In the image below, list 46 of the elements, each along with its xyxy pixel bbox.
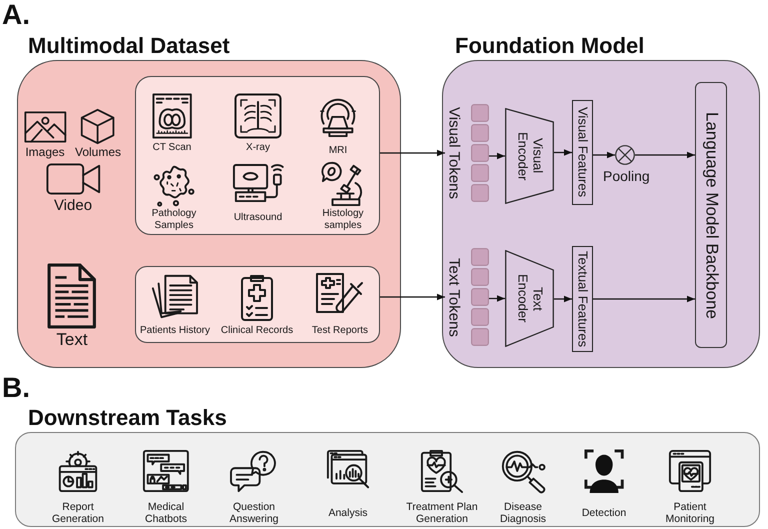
modality-group-panel — [135, 76, 380, 235]
modality-label: MRI — [328, 145, 348, 156]
token-label: Text Tokens — [445, 258, 462, 336]
arrow — [554, 296, 572, 302]
arrow — [635, 152, 695, 158]
task-label: Report Generation — [51, 500, 105, 526]
modality-label: Volumes — [74, 146, 122, 160]
section-heading: Foundation Model — [455, 33, 644, 59]
feature-block: Visual Features — [572, 100, 593, 205]
modality-label: Clinical Records — [220, 325, 294, 336]
arrow — [593, 296, 695, 302]
modality-group-panel — [135, 266, 380, 343]
panel-letter: A. — [2, 0, 30, 30]
modality-label: Video — [54, 197, 92, 214]
arrow — [380, 150, 445, 156]
arrow — [554, 149, 572, 156]
modality-label: Pathology Samples — [150, 208, 198, 231]
section-heading: Downstream Tasks — [28, 405, 227, 431]
encoder-label: Visual Encoder — [514, 130, 544, 182]
task-label: Treatment Plan Generation — [405, 500, 479, 526]
arrow — [593, 152, 615, 158]
arrow — [380, 294, 445, 300]
modality-label: Patients History — [140, 325, 210, 336]
arrow — [489, 295, 505, 302]
task-label: Patient Monitoring — [664, 500, 716, 526]
modality-label: Text — [56, 330, 88, 350]
task-label: Disease Diagnosis — [498, 500, 548, 526]
panel-letter: B. — [2, 373, 30, 403]
feature-block: Textual Features — [572, 246, 593, 352]
section-heading: Multimodal Dataset — [28, 33, 230, 59]
circled-x-icon — [615, 145, 635, 165]
modality-label: Images — [25, 146, 65, 160]
operation-label: Pooling — [603, 168, 650, 184]
task-label: Medical Chatbots — [144, 500, 188, 526]
backbone-block: Language Model Backbone — [695, 82, 727, 348]
modality-label: Ultrasound — [234, 212, 282, 224]
modality-label: X-ray — [246, 142, 270, 154]
modality-label: Histology samples — [321, 208, 365, 231]
token-label: Visual Tokens — [445, 106, 462, 199]
arrow — [489, 152, 505, 160]
task-label: Detection — [582, 506, 626, 521]
modality-label: Test Reports — [312, 325, 368, 336]
task-label: Question Answering — [228, 500, 280, 526]
task-label: Analysis — [328, 506, 368, 521]
modality-label: CT Scan — [152, 142, 192, 154]
encoder-label: Text Encoder — [514, 273, 544, 325]
